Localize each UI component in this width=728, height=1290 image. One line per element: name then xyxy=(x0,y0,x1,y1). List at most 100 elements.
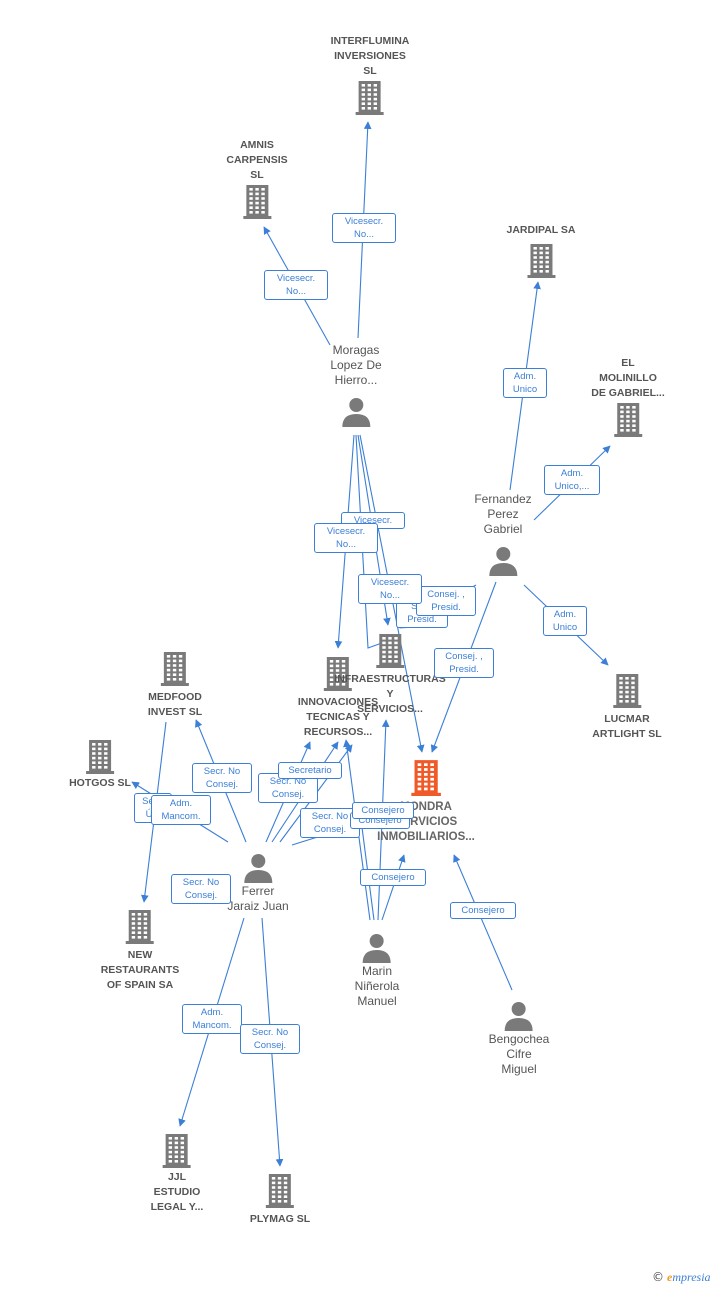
edge-label-text: No... xyxy=(335,539,357,550)
edge-label[interactable]: Adm. Mancom. xyxy=(151,795,211,825)
building-icon xyxy=(411,760,441,796)
brand-name: mpresia xyxy=(672,1270,711,1284)
company-label: Y xyxy=(386,688,394,700)
company-label: JARDIPAL SA xyxy=(506,224,576,236)
company-label: MEDFOOD xyxy=(148,691,202,703)
edge-label-text: No... xyxy=(285,286,307,297)
edge-label-text: Adm. xyxy=(560,468,584,479)
edge-label-text: Adm. xyxy=(553,609,577,620)
company-infraestructuras[interactable]: INFRAESTRUCTURAS Y SERVICIOS... xyxy=(334,632,446,717)
edge-label[interactable]: Consejero xyxy=(450,902,516,919)
edge-label-text: Presid. xyxy=(431,602,461,613)
person-label: Gabriel xyxy=(483,522,523,536)
person-label: Lopez De xyxy=(330,358,382,372)
company-jardipal[interactable]: JARDIPAL SA xyxy=(506,223,576,278)
edge-label[interactable]: Adm.Unico,... xyxy=(544,465,600,495)
brand-initial: e xyxy=(667,1270,673,1284)
company-label: EL xyxy=(621,357,635,369)
person-label: Hierro... xyxy=(334,373,378,387)
edge-label[interactable]: Vicesecr. No... xyxy=(264,270,328,300)
company-label: MOLINILLO xyxy=(599,372,657,384)
edge-label-text: Consej. xyxy=(313,824,347,835)
edge-label-text: Consejero xyxy=(361,805,405,816)
edge-label[interactable]: Secretario xyxy=(278,762,342,779)
edge-label-text: Mancom. xyxy=(161,811,201,822)
edge-label[interactable]: Secr. No Consej. xyxy=(171,874,231,904)
edge-label[interactable]: Vicesecr.No... xyxy=(358,574,422,604)
edge-label-text: Consejero xyxy=(461,905,505,916)
edge-label-text: No... xyxy=(353,229,375,240)
company-lucmar[interactable]: LUCMAR ARTLIGHT SL xyxy=(592,672,662,742)
edge-label-text: Secr. No xyxy=(182,877,220,888)
company-label: INFRAESTRUCTURAS xyxy=(334,673,446,685)
edge-label-text: Unico xyxy=(512,384,538,395)
edge-label-text: Adm. xyxy=(169,798,193,809)
edge-label-text: Vicesecr. xyxy=(326,526,366,537)
edge-label-text: Consej. xyxy=(205,779,239,790)
edge-label-text: Presid. xyxy=(449,664,479,675)
building-icon xyxy=(526,244,555,278)
company-plymag[interactable]: PLYMAG SL xyxy=(250,1172,310,1227)
company-hotgos[interactable]: HOTGOS SL xyxy=(69,738,131,791)
edge-label-text: Presid. xyxy=(407,614,437,625)
edge-label[interactable]: Consejero xyxy=(360,869,426,886)
company-amnis[interactable]: AMNIS CARPENSIS SL xyxy=(226,138,288,219)
edge-label[interactable]: Vicesecr. No... xyxy=(314,523,378,553)
company-interflumina[interactable]: INTERFLUMINA INVERSIONES SL xyxy=(331,34,409,115)
company-label: RESTAURANTS xyxy=(100,964,180,976)
company-label: SERVICIOS... xyxy=(357,703,423,715)
building-icon xyxy=(160,652,189,686)
edge-label[interactable]: Consej. , Presid. xyxy=(416,586,476,616)
person-ferrer[interactable]: Ferrer Jaraiz Juan xyxy=(227,852,289,914)
company-jjl[interactable]: JJL ESTUDIO LEGAL Y... xyxy=(151,1132,203,1215)
person-label: Ferrer xyxy=(241,884,275,898)
person-moragas[interactable]: Moragas Lopez De Hierro... xyxy=(330,343,382,428)
company-molinillo[interactable]: EL MOLINILLO DE GABRIEL... xyxy=(591,356,665,437)
edge-label[interactable]: Vicesecr.No... xyxy=(332,213,396,243)
edge-label-text: Adm. xyxy=(200,1007,224,1018)
building-icon xyxy=(126,910,154,944)
edge-bengochea-mondra xyxy=(453,854,513,991)
building-icon xyxy=(375,634,404,668)
company-label: LUCMAR xyxy=(604,713,650,725)
company-label: INVERSIONES xyxy=(334,50,406,62)
person-label: Manuel xyxy=(357,994,397,1008)
building-icon xyxy=(612,674,641,708)
company-label: INVEST SL xyxy=(147,706,203,718)
building-icon xyxy=(265,1174,294,1208)
edge-label-text: Consej. , xyxy=(445,651,483,662)
edge-label[interactable]: Consejero xyxy=(352,802,414,819)
company-label: OF SPAIN SA xyxy=(106,979,174,991)
edge-label-text: Vicesecr. xyxy=(276,273,316,284)
edge-label[interactable]: Adm. Unico xyxy=(503,368,547,398)
edge-label-text: Consej. , xyxy=(427,589,465,600)
edge-label[interactable]: Adm. Unico xyxy=(543,606,587,636)
edge-label-text: Secr. No xyxy=(203,766,241,777)
building-icon xyxy=(356,81,384,115)
edge-label[interactable]: Consej. , Presid. xyxy=(434,648,494,678)
person-fernandez[interactable]: Fernandez Perez Gabriel xyxy=(474,492,532,577)
edge-label[interactable]: Secr. No Consej. xyxy=(192,763,252,793)
company-medfood[interactable]: MEDFOOD INVEST SL xyxy=(148,650,202,720)
company-label: DE GABRIEL... xyxy=(591,387,665,399)
edge-marin-mondra-2 xyxy=(357,811,375,921)
person-icon xyxy=(362,934,391,963)
company-new-restaurants[interactable]: NEW RESTAURANTS OF SPAIN SA xyxy=(100,908,180,993)
footer-brand[interactable]: © empresia xyxy=(652,1270,711,1285)
person-bengochea[interactable]: Bengochea Cifre Miguel xyxy=(489,1000,549,1077)
company-innovaciones[interactable]: INNOVACIONES TECNICAS Y RECURSOS... xyxy=(298,655,378,740)
company-label: RECURSOS... xyxy=(303,726,373,738)
edge-label-text: Unico xyxy=(552,622,578,633)
edge-label[interactable]: Adm.Mancom. xyxy=(182,1004,242,1034)
edge-label-text: Secr. No xyxy=(311,811,349,822)
edge-label-text: Adm. xyxy=(513,371,537,382)
company-label: ESTUDIO xyxy=(153,1186,201,1198)
edge-label-text: Consej. xyxy=(184,890,218,901)
person-marin[interactable]: Marin Niñerola Manuel xyxy=(355,932,399,1009)
building-icon xyxy=(163,1134,191,1168)
company-label: INNOVACIONES xyxy=(297,696,379,708)
edge-marin-mondra xyxy=(381,854,406,921)
person-icon xyxy=(342,398,370,427)
